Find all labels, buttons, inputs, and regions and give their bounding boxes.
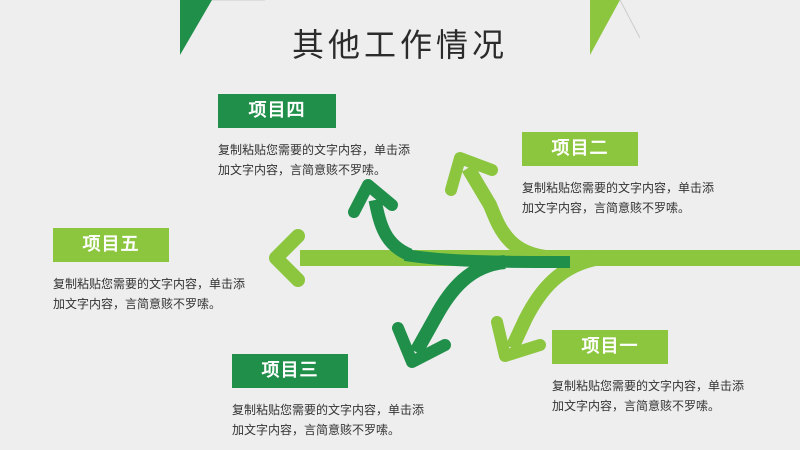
item-2-label: 项目二 xyxy=(522,132,638,166)
arrow-to-item-3 xyxy=(409,255,506,356)
item-2-desc-line1: 复制粘贴您需要的文字内容，单击添 xyxy=(522,181,715,195)
item-5-desc-line2: 加文字内容，言简意赅不罗嗦。 xyxy=(53,297,222,311)
corner-triangle-left xyxy=(180,0,212,55)
item-1-desc-line2: 加文字内容，言简意赅不罗嗦。 xyxy=(552,399,721,413)
item-5-label: 项目五 xyxy=(53,228,169,262)
arrow-to-item-4 xyxy=(368,198,413,262)
item-4-desc-line1: 复制粘贴您需要的文字内容，单击添 xyxy=(218,143,411,157)
item-2-desc-line2: 加文字内容，言简意赅不罗嗦。 xyxy=(522,201,691,215)
arrowhead-item-3 xyxy=(392,322,451,368)
item-4-label: 项目四 xyxy=(218,94,336,128)
item-3-desc-line1: 复制粘贴您需要的文字内容，单击添 xyxy=(232,403,425,417)
item-2-desc: 复制粘贴您需要的文字内容，单击添 加文字内容，言简意赅不罗嗦。 xyxy=(522,178,714,218)
arrowhead-item-5 xyxy=(269,229,305,287)
item-1-desc: 复制粘贴您需要的文字内容，单击添 加文字内容，言简意赅不罗嗦。 xyxy=(552,376,744,416)
arrow-to-item-1 xyxy=(505,251,602,351)
arrowhead-item-4 xyxy=(348,179,398,218)
item-3-label: 项目三 xyxy=(232,354,348,388)
item-1-desc-line1: 复制粘贴您需要的文字内容，单击添 xyxy=(552,379,745,393)
item-3-desc: 复制粘贴您需要的文字内容，单击添 加文字内容，言简意赅不罗嗦。 xyxy=(232,400,424,440)
item-5-desc-line1: 复制粘贴您需要的文字内容，单击添 xyxy=(53,277,246,291)
corner-line-right xyxy=(619,0,641,39)
arrowhead-item-1 xyxy=(491,316,546,362)
dark-band xyxy=(404,249,571,268)
item-4-desc: 复制粘贴您需要的文字内容，单击添 加文字内容，言简意赅不罗嗦。 xyxy=(218,140,410,180)
corner-triangle-right xyxy=(590,0,620,55)
item-3-desc-line2: 加文字内容，言简意赅不罗嗦。 xyxy=(232,423,401,437)
item-1-label: 项目一 xyxy=(552,330,668,364)
page-title: 其他工作情况 xyxy=(291,26,508,64)
arrowhead-item-2 xyxy=(445,152,498,196)
item-4-desc-line2: 加文字内容，言简意赅不罗嗦。 xyxy=(218,163,387,177)
item-5-desc: 复制粘贴您需要的文字内容，单击添 加文字内容，言简意赅不罗嗦。 xyxy=(53,274,245,314)
